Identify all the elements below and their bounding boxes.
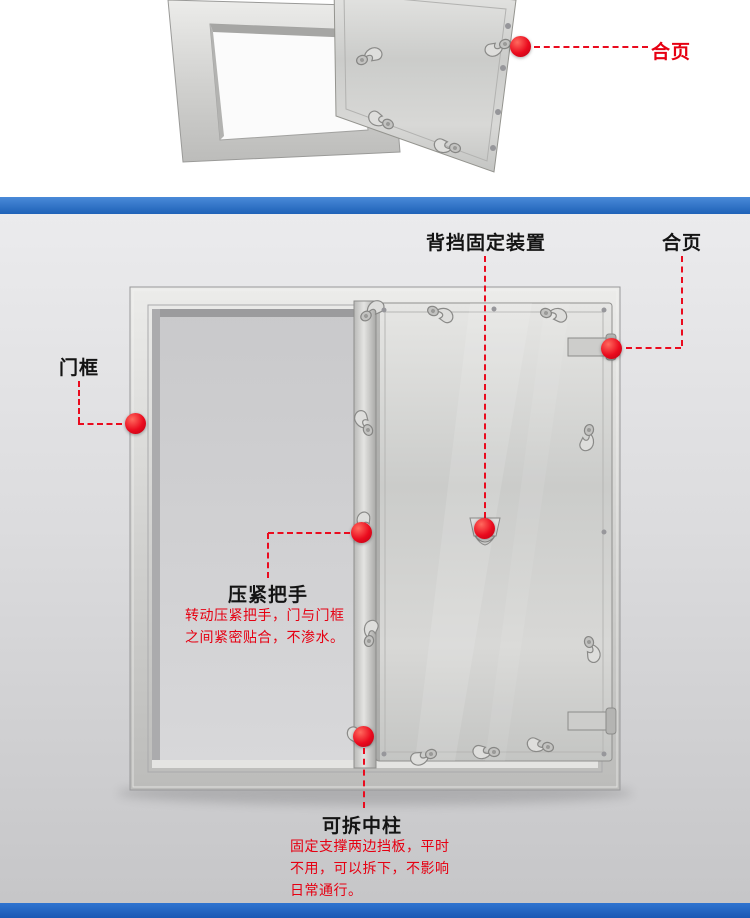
blue-section-divider (0, 197, 750, 214)
top-photo-door (333, 0, 517, 173)
main-photo (117, 286, 633, 805)
bottom-blue-bar (0, 903, 750, 918)
hinge-plate-bottom-icon (567, 707, 617, 735)
hinge-plate-top-icon (567, 333, 617, 361)
